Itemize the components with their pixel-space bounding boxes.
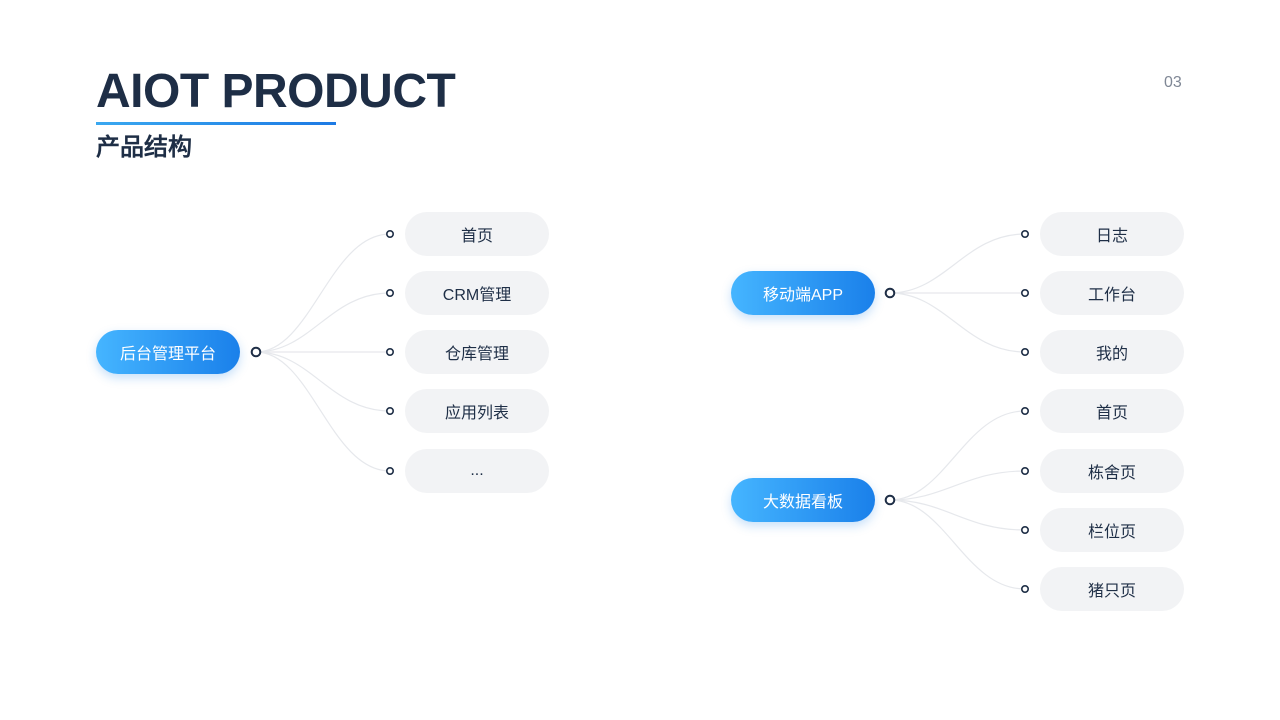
leaf-connector-dot-2-0 — [1020, 406, 1029, 415]
root-connector-dot-1 — [884, 287, 896, 299]
connector-line-1-0 — [889, 233, 1026, 294]
root-connector-dot-2 — [884, 494, 896, 506]
connector-line-2-3 — [889, 499, 1026, 590]
connector-line-1-2 — [889, 292, 1026, 353]
leaf-connector-dot-2-2 — [1020, 525, 1029, 534]
leaf-connector-dot-0-4 — [385, 466, 394, 475]
page-title: AIOT PRODUCT — [96, 65, 456, 118]
leaf-node-dashboard-home[interactable]: 首页 — [1040, 389, 1184, 433]
leaf-node-app-list[interactable]: 应用列表 — [405, 389, 549, 433]
leaf-connector-dot-1-2 — [1020, 347, 1029, 356]
connector-line-0-0 — [255, 233, 391, 353]
leaf-connector-dot-2-3 — [1020, 584, 1029, 593]
connector-line-0-1 — [255, 292, 391, 353]
connector-line-2-0 — [889, 410, 1026, 501]
root-node-bigdata-dashboard[interactable]: 大数据看板 — [731, 478, 875, 522]
page-number: 03 — [1164, 74, 1182, 91]
root-connector-dot-0 — [250, 346, 262, 358]
leaf-node-workbench[interactable]: 工作台 — [1040, 271, 1184, 315]
leaf-connector-dot-0-2 — [385, 347, 394, 356]
leaf-node-log[interactable]: 日志 — [1040, 212, 1184, 256]
leaf-connector-dot-1-1 — [1020, 288, 1029, 297]
leaf-connector-dot-2-1 — [1020, 466, 1029, 475]
page-subtitle: 产品结构 — [96, 134, 192, 161]
connector-line-2-2 — [889, 499, 1026, 531]
connector-line-0-4 — [255, 351, 391, 472]
leaf-node-pig[interactable]: 猪只页 — [1040, 567, 1184, 611]
leaf-connector-dot-1-0 — [1020, 230, 1029, 239]
leaf-connector-dot-0-3 — [385, 406, 394, 415]
leaf-node-warehouse[interactable]: 仓库管理 — [405, 330, 549, 374]
root-node-mobile-app[interactable]: 移动端APP — [731, 271, 875, 315]
leaf-connector-dot-0-0 — [385, 230, 394, 239]
title-underline — [96, 122, 336, 125]
root-node-backend-platform[interactable]: 后台管理平台 — [96, 330, 240, 374]
leaf-node-mine[interactable]: 我的 — [1040, 330, 1184, 374]
leaf-node-more[interactable]: ... — [405, 449, 549, 493]
connector-line-2-1 — [889, 470, 1026, 501]
leaf-node-pen[interactable]: 栏位页 — [1040, 508, 1184, 552]
leaf-connector-dot-0-1 — [385, 288, 394, 297]
leaf-node-home[interactable]: 首页 — [405, 212, 549, 256]
connector-line-0-3 — [255, 351, 391, 412]
leaf-node-building[interactable]: 栋舍页 — [1040, 449, 1184, 493]
leaf-node-crm[interactable]: CRM管理 — [405, 271, 549, 315]
